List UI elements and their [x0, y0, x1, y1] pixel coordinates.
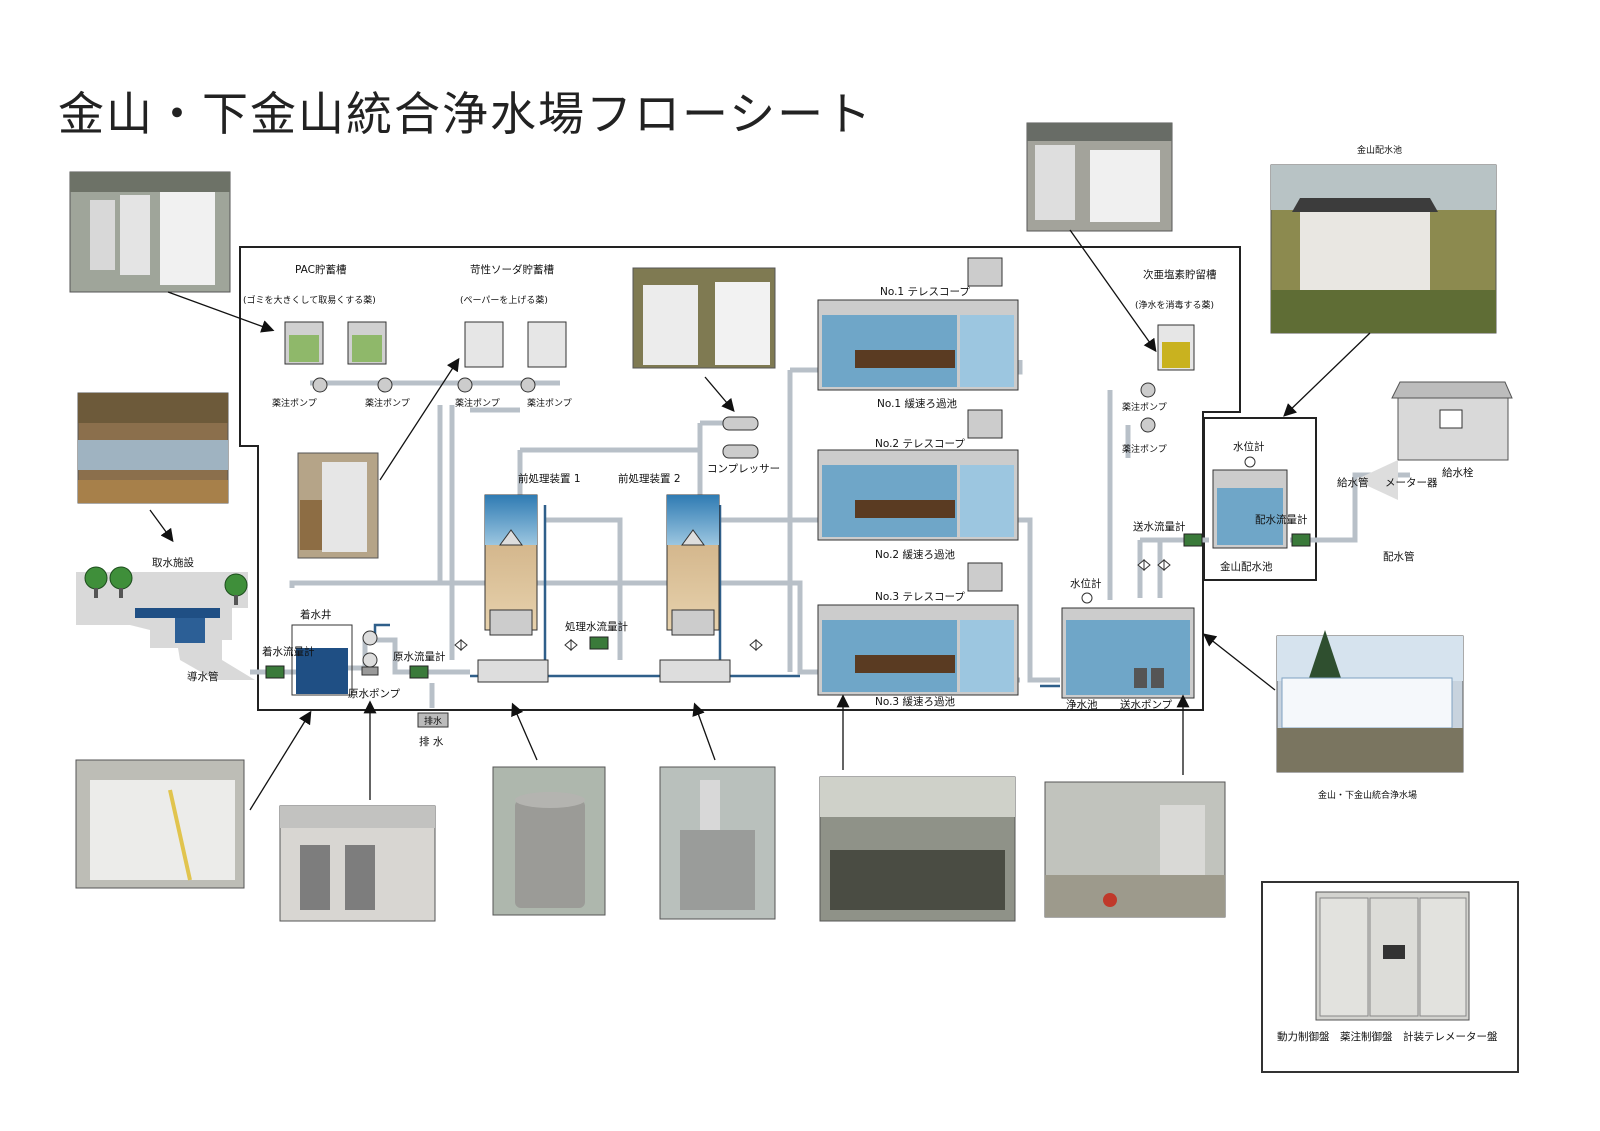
clear-well: [1061, 592, 1195, 699]
photo-soda-tank: [297, 452, 379, 559]
pac-tank-2: [347, 321, 387, 365]
photo-pretreat-2: [659, 766, 776, 920]
control-panel-frame: [1261, 881, 1519, 1073]
guide-pipe-label: 導水管: [187, 670, 219, 683]
dist-pipe-label: 配水管: [1383, 550, 1415, 563]
distribution-reservoir: [1212, 456, 1288, 549]
soda-tank-label: 苛性ソーダ貯蓄槽: [470, 263, 554, 276]
photo-pretreat-1: [492, 766, 606, 916]
clear-well-label: 浄水池: [1066, 698, 1098, 711]
pac-tank-label: PAC貯蓄槽: [295, 264, 347, 276]
meter-label: メーター器: [1385, 477, 1438, 489]
pump-icon: [1140, 382, 1156, 398]
pump-icon: [361, 652, 379, 676]
slow-filter-3: [817, 562, 1019, 696]
hypo-pump-label-2: 薬注ポンプ: [1122, 443, 1167, 455]
pump-icon: [520, 377, 536, 393]
pump-icon: [362, 630, 378, 646]
intake-label: 取水施設: [152, 556, 194, 569]
pretreat-2-label: 前処理装置 2: [618, 472, 681, 485]
flow-meter-treated: [589, 636, 609, 650]
plant-caption: 金山・下金山統合浄水場: [1318, 789, 1417, 801]
flow-meter-send: [1183, 533, 1203, 547]
filter-3-label: No.3 緩速ろ過池: [875, 695, 955, 708]
photo-raw-pump: [279, 805, 436, 922]
chem-pump-label-3: 薬注ポンプ: [455, 397, 500, 409]
photo-intake-stream: [77, 392, 229, 504]
photo-hypo-room: [1026, 122, 1173, 232]
receiving-flow-label: 着水流量計: [262, 645, 315, 658]
receiving-well: [291, 624, 353, 696]
reservoir-photo-caption: 金山配水池: [1357, 144, 1402, 156]
pump-icon: [1140, 417, 1156, 433]
compressor-label: コンプレッサー: [707, 463, 780, 475]
raw-flow-label: 原水流量計: [393, 650, 446, 663]
pump-icon: [312, 377, 328, 393]
photo-slow-filter: [819, 776, 1016, 922]
slow-filter-1: [817, 257, 1019, 391]
plant-boundary: [239, 246, 1241, 711]
pump-icon: [377, 377, 393, 393]
reservoir-frame: [1203, 417, 1317, 581]
drain-label: 排 水: [419, 735, 444, 748]
photo-control-panel: [1315, 891, 1470, 1021]
arrow-icon: [149, 229, 1371, 811]
hydrant-label: 給水栓: [1442, 466, 1474, 479]
soda-tank-2: [527, 321, 567, 368]
flow-meter-raw: [409, 665, 429, 679]
receiving-well-label: 着水井: [300, 608, 332, 621]
pretreat-1-label: 前処理装置 1: [518, 472, 581, 485]
scope-2-label: No.2 テレスコープ: [875, 438, 965, 450]
compressor-icon: [722, 416, 759, 459]
scope-1-label: No.1 テレスコープ: [880, 286, 970, 298]
tree-icon: [109, 566, 133, 598]
supply-pipe-label: 給水管: [1337, 476, 1369, 489]
panel-caption: 動力制御盤 薬注制御盤 計装テレメーター盤: [1277, 1030, 1498, 1043]
pretreat-unit-1: [477, 494, 549, 683]
valve-icon: [454, 558, 1171, 652]
photo-compressor: [632, 267, 776, 369]
send-pump-label: 送水ポンプ: [1120, 698, 1173, 711]
soda-desc-label: (ペーパーを上げる薬): [460, 294, 548, 306]
pump-icon: [457, 377, 473, 393]
intake-facility: [76, 566, 255, 680]
chem-pump-label-1: 薬注ポンプ: [272, 397, 317, 409]
chem-pump-label-2: 薬注ポンプ: [365, 397, 410, 409]
pipes: [250, 360, 1410, 683]
flow-meter-dist: [1291, 533, 1311, 547]
flow-meter-receiving: [265, 665, 285, 679]
hypo-pump-label-1: 薬注ポンプ: [1122, 401, 1167, 413]
chem-pump-label-4: 薬注ポンプ: [527, 397, 572, 409]
photo-clear-well-room: [1044, 781, 1226, 918]
photo-receiving-well: [75, 759, 245, 889]
dist-flow-label: 配水流量計: [1255, 513, 1308, 526]
send-flow-label: 送水流量計: [1133, 520, 1186, 533]
slow-filter-2: [817, 409, 1019, 541]
photo-plant-building: [1276, 630, 1464, 773]
scope-3-label: No.3 テレスコープ: [875, 591, 965, 603]
tree-icon: [84, 566, 108, 598]
level-label-2: 水位計: [1233, 440, 1265, 453]
house-icon: [1355, 381, 1513, 500]
page-title: 金山・下金山統合浄水場フローシート: [58, 87, 874, 141]
treated-flow-label: 処理水流量計: [565, 620, 628, 633]
photo-pac-room: [69, 171, 231, 293]
soda-tank-1: [464, 321, 504, 368]
hypo-tank-label: 次亜塩素貯留槽: [1143, 268, 1217, 281]
drain: [417, 683, 449, 728]
pac-tank-1: [284, 321, 324, 365]
dist-reservoir-label: 金山配水池: [1220, 560, 1273, 573]
raw-pump-label: 原水ポンプ: [348, 688, 401, 700]
hypo-desc-label: (浄水を消毒する薬): [1135, 299, 1214, 311]
filter-2-label: No.2 緩速ろ過池: [875, 548, 955, 561]
level-label-1: 水位計: [1070, 577, 1102, 590]
tree-icon: [224, 573, 248, 605]
filter-1-label: No.1 緩速ろ過池: [877, 397, 957, 410]
pac-desc-label: (ゴミを大きくして取易くする薬): [243, 294, 376, 306]
photo-reservoir: [1270, 164, 1497, 334]
pretreat-unit-2: [659, 494, 731, 683]
drain-box-label: 排水: [424, 715, 442, 727]
hypo-tank: [1157, 324, 1195, 371]
